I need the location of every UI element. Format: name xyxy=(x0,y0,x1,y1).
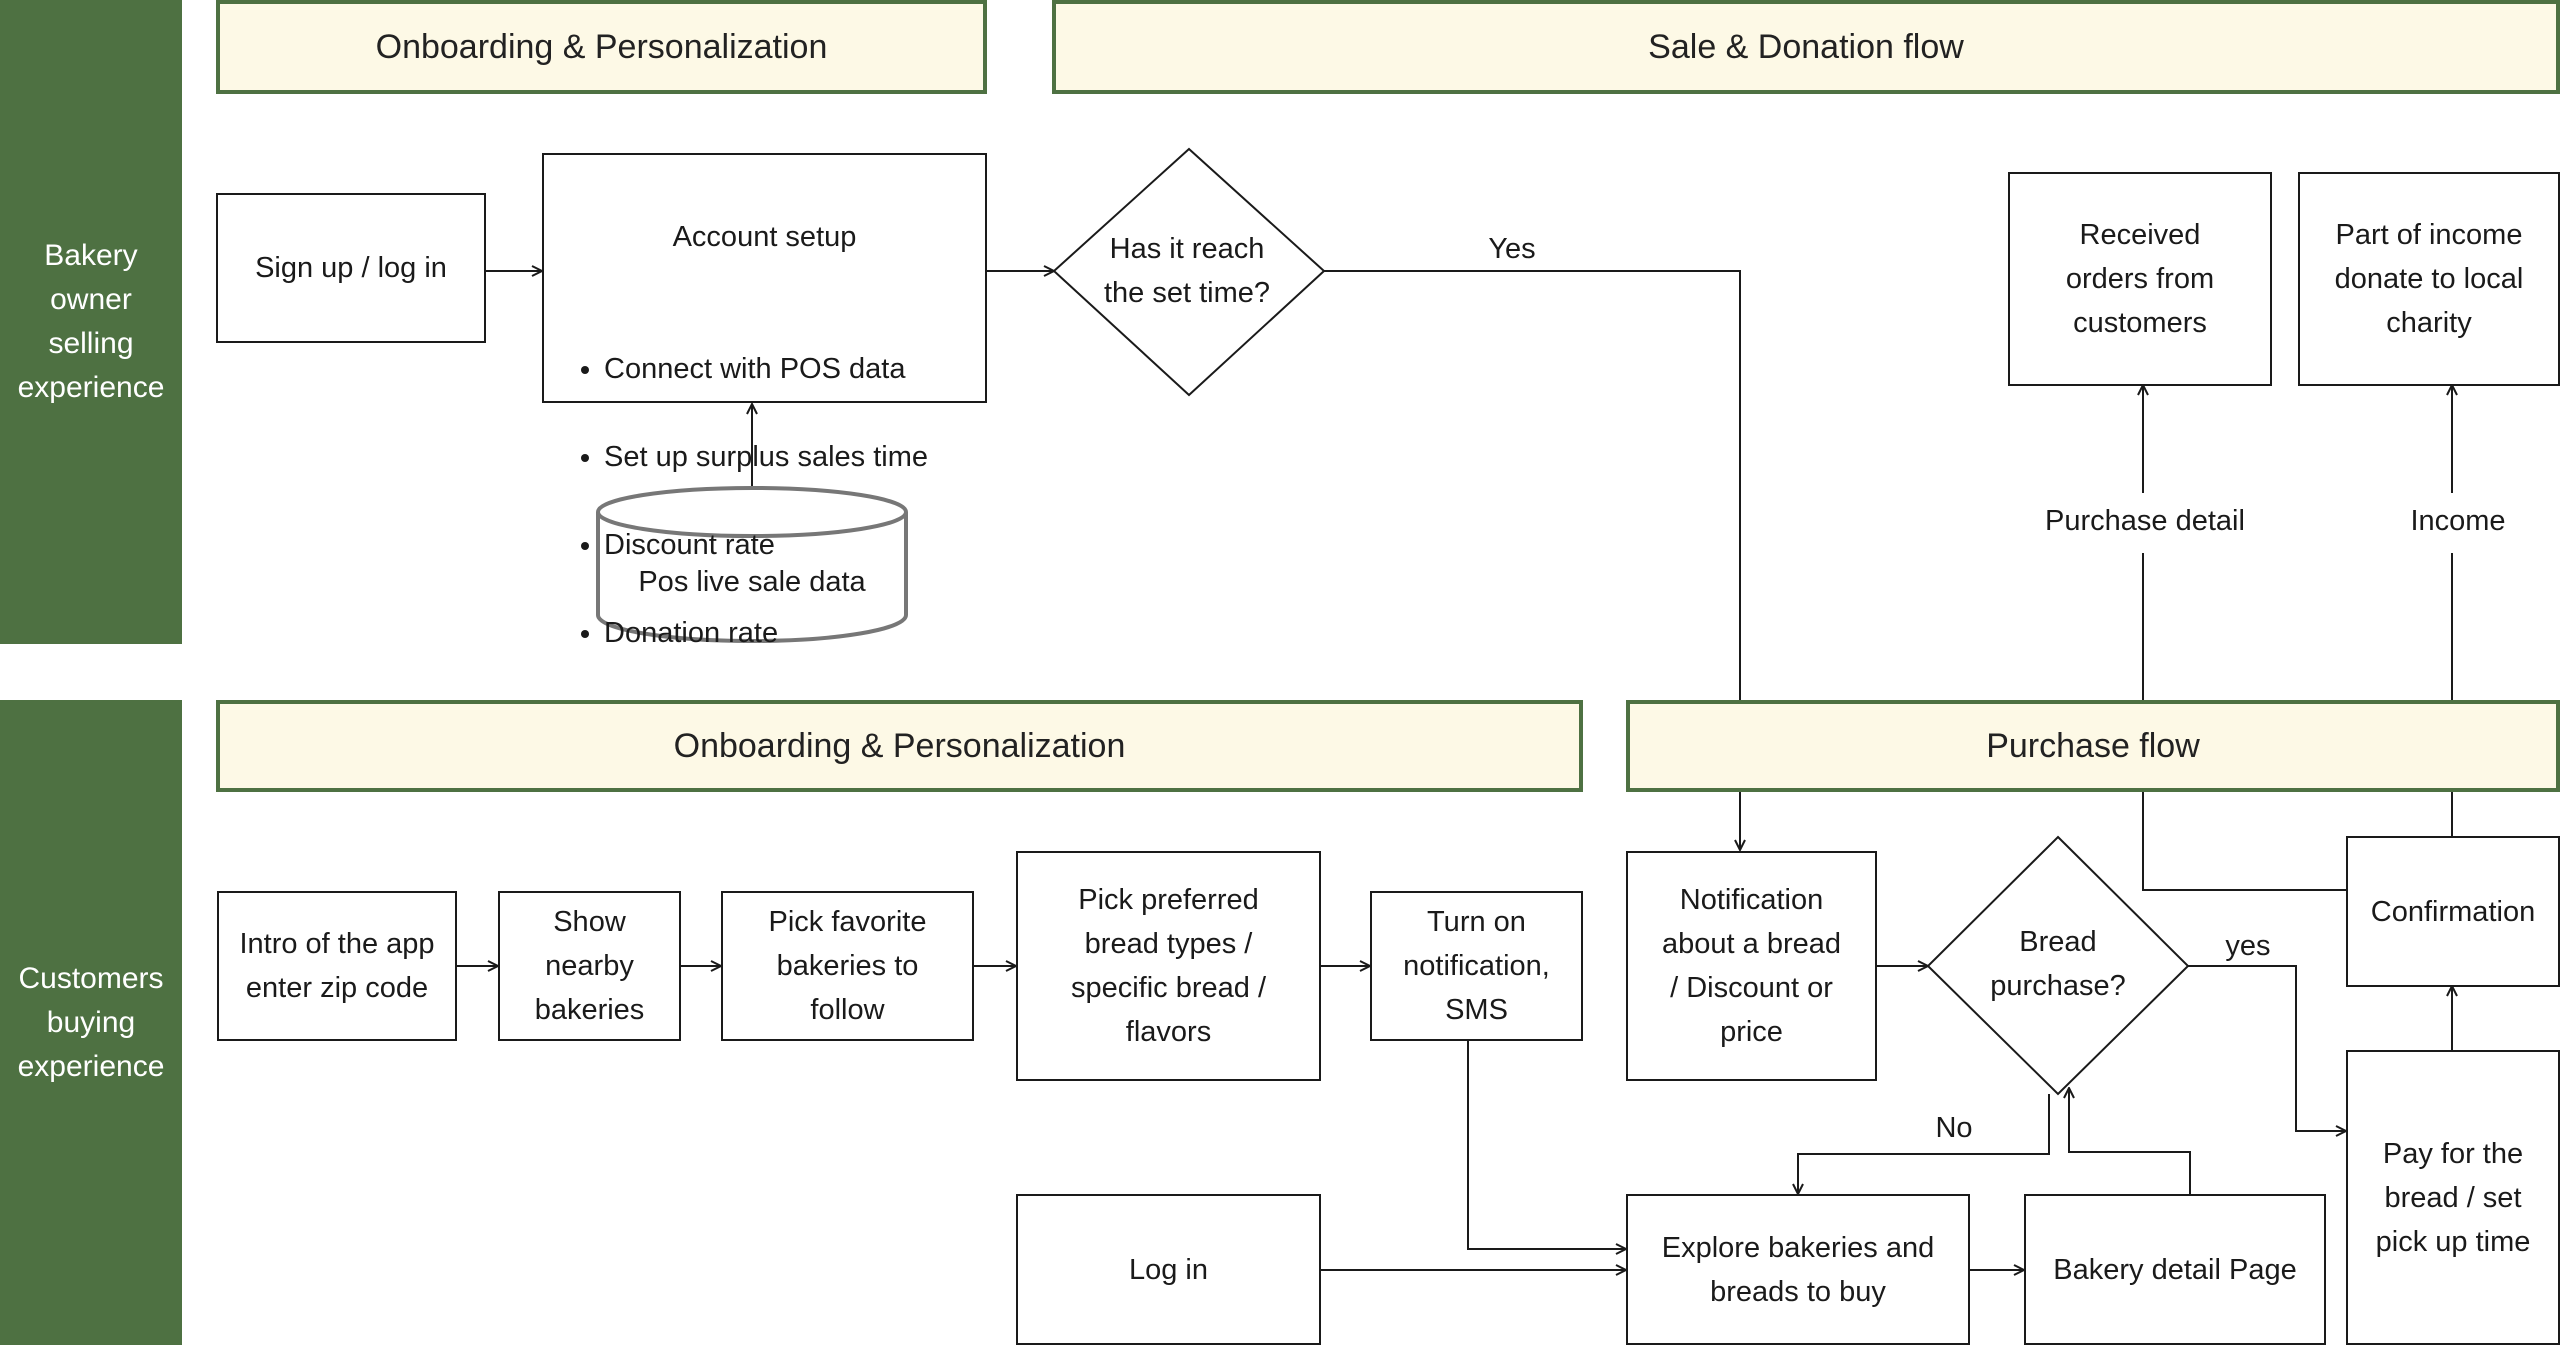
decision-set-time-label: Has it reach the set time? xyxy=(1103,233,1271,309)
account-setup-title: Account setup xyxy=(672,221,857,253)
explore-bakeries-box: Explore bakeries and breads to buy xyxy=(1626,1194,1970,1345)
received-orders-box: Received orders from customers xyxy=(2008,172,2272,386)
phase-customer-onboarding: Onboarding & Personalization xyxy=(216,700,1583,792)
edge-notif-toggle-to-explore xyxy=(1467,1041,1626,1249)
phase-owner-onboarding: Onboarding & Personalization xyxy=(216,0,987,94)
edge-decision-yes-to-pay xyxy=(2188,965,2346,1131)
database-icon xyxy=(596,486,908,643)
decision-bread-purchase-shape xyxy=(1926,835,2190,1096)
signup-login-box: Sign up / log in xyxy=(216,193,486,343)
edge-decision-yes-to-notification xyxy=(1324,270,1740,850)
edge-decision-no-to-explore xyxy=(1798,1094,2050,1194)
intro-zip-box: Intro of the app enter zip code xyxy=(217,891,457,1041)
notification-box: Notification about a bread / Discount or… xyxy=(1626,851,1877,1081)
nearby-bakeries-box: Show nearby bakeries xyxy=(498,891,681,1041)
account-setup-item: Donation rate xyxy=(604,611,965,655)
login-box: Log in xyxy=(1016,1194,1321,1345)
decision-set-time-shape xyxy=(1052,147,1326,397)
bakery-detail-box: Bakery detail Page xyxy=(2024,1194,2326,1345)
confirmation-box: Confirmation xyxy=(2346,836,2560,987)
edge-label-income: Income xyxy=(2406,503,2510,539)
account-setup-item: Discount rate xyxy=(604,523,965,567)
decision-bread-purchase-label: Bread purchase? xyxy=(1990,926,2126,1002)
edge-confirmation-to-purchase-detail xyxy=(2142,792,2346,891)
phase-sale-donation: Sale & Donation flow xyxy=(1052,0,2560,94)
pos-live-sale-data-label: Pos live sale data xyxy=(638,566,866,598)
account-setup-item: Connect with POS data xyxy=(604,347,965,391)
phase-purchase-flow: Purchase flow xyxy=(1626,700,2560,792)
account-setup-item: Set up surplus sales time xyxy=(604,435,965,479)
edge-label-yes: Yes xyxy=(1488,233,1536,265)
notification-toggle-box: Turn on notification, SMS xyxy=(1370,891,1583,1041)
account-setup-box: Account setup Connect with POS data Set … xyxy=(542,153,987,649)
edge-detail-to-decision xyxy=(2069,1088,2191,1194)
account-setup-list: Connect with POS data Set up surplus sal… xyxy=(564,303,965,699)
edge-label-purchase-detail: Purchase detail xyxy=(2041,503,2249,539)
donate-charity-box: Part of income donate to local charity xyxy=(2298,172,2560,386)
edge-label-yes-lower: yes xyxy=(2225,930,2271,962)
lane-customers: Customers buying experience xyxy=(0,700,182,1345)
pay-pickup-box: Pay for the bread / set pick up time xyxy=(2346,1050,2560,1345)
favorite-bakeries-box: Pick favorite bakeries to follow xyxy=(721,891,974,1041)
bread-types-box: Pick preferred bread types / specific br… xyxy=(1016,851,1321,1081)
edge-label-no: No xyxy=(1935,1112,1973,1144)
lane-bakery-owner: Bakery owner selling experience xyxy=(0,0,182,644)
